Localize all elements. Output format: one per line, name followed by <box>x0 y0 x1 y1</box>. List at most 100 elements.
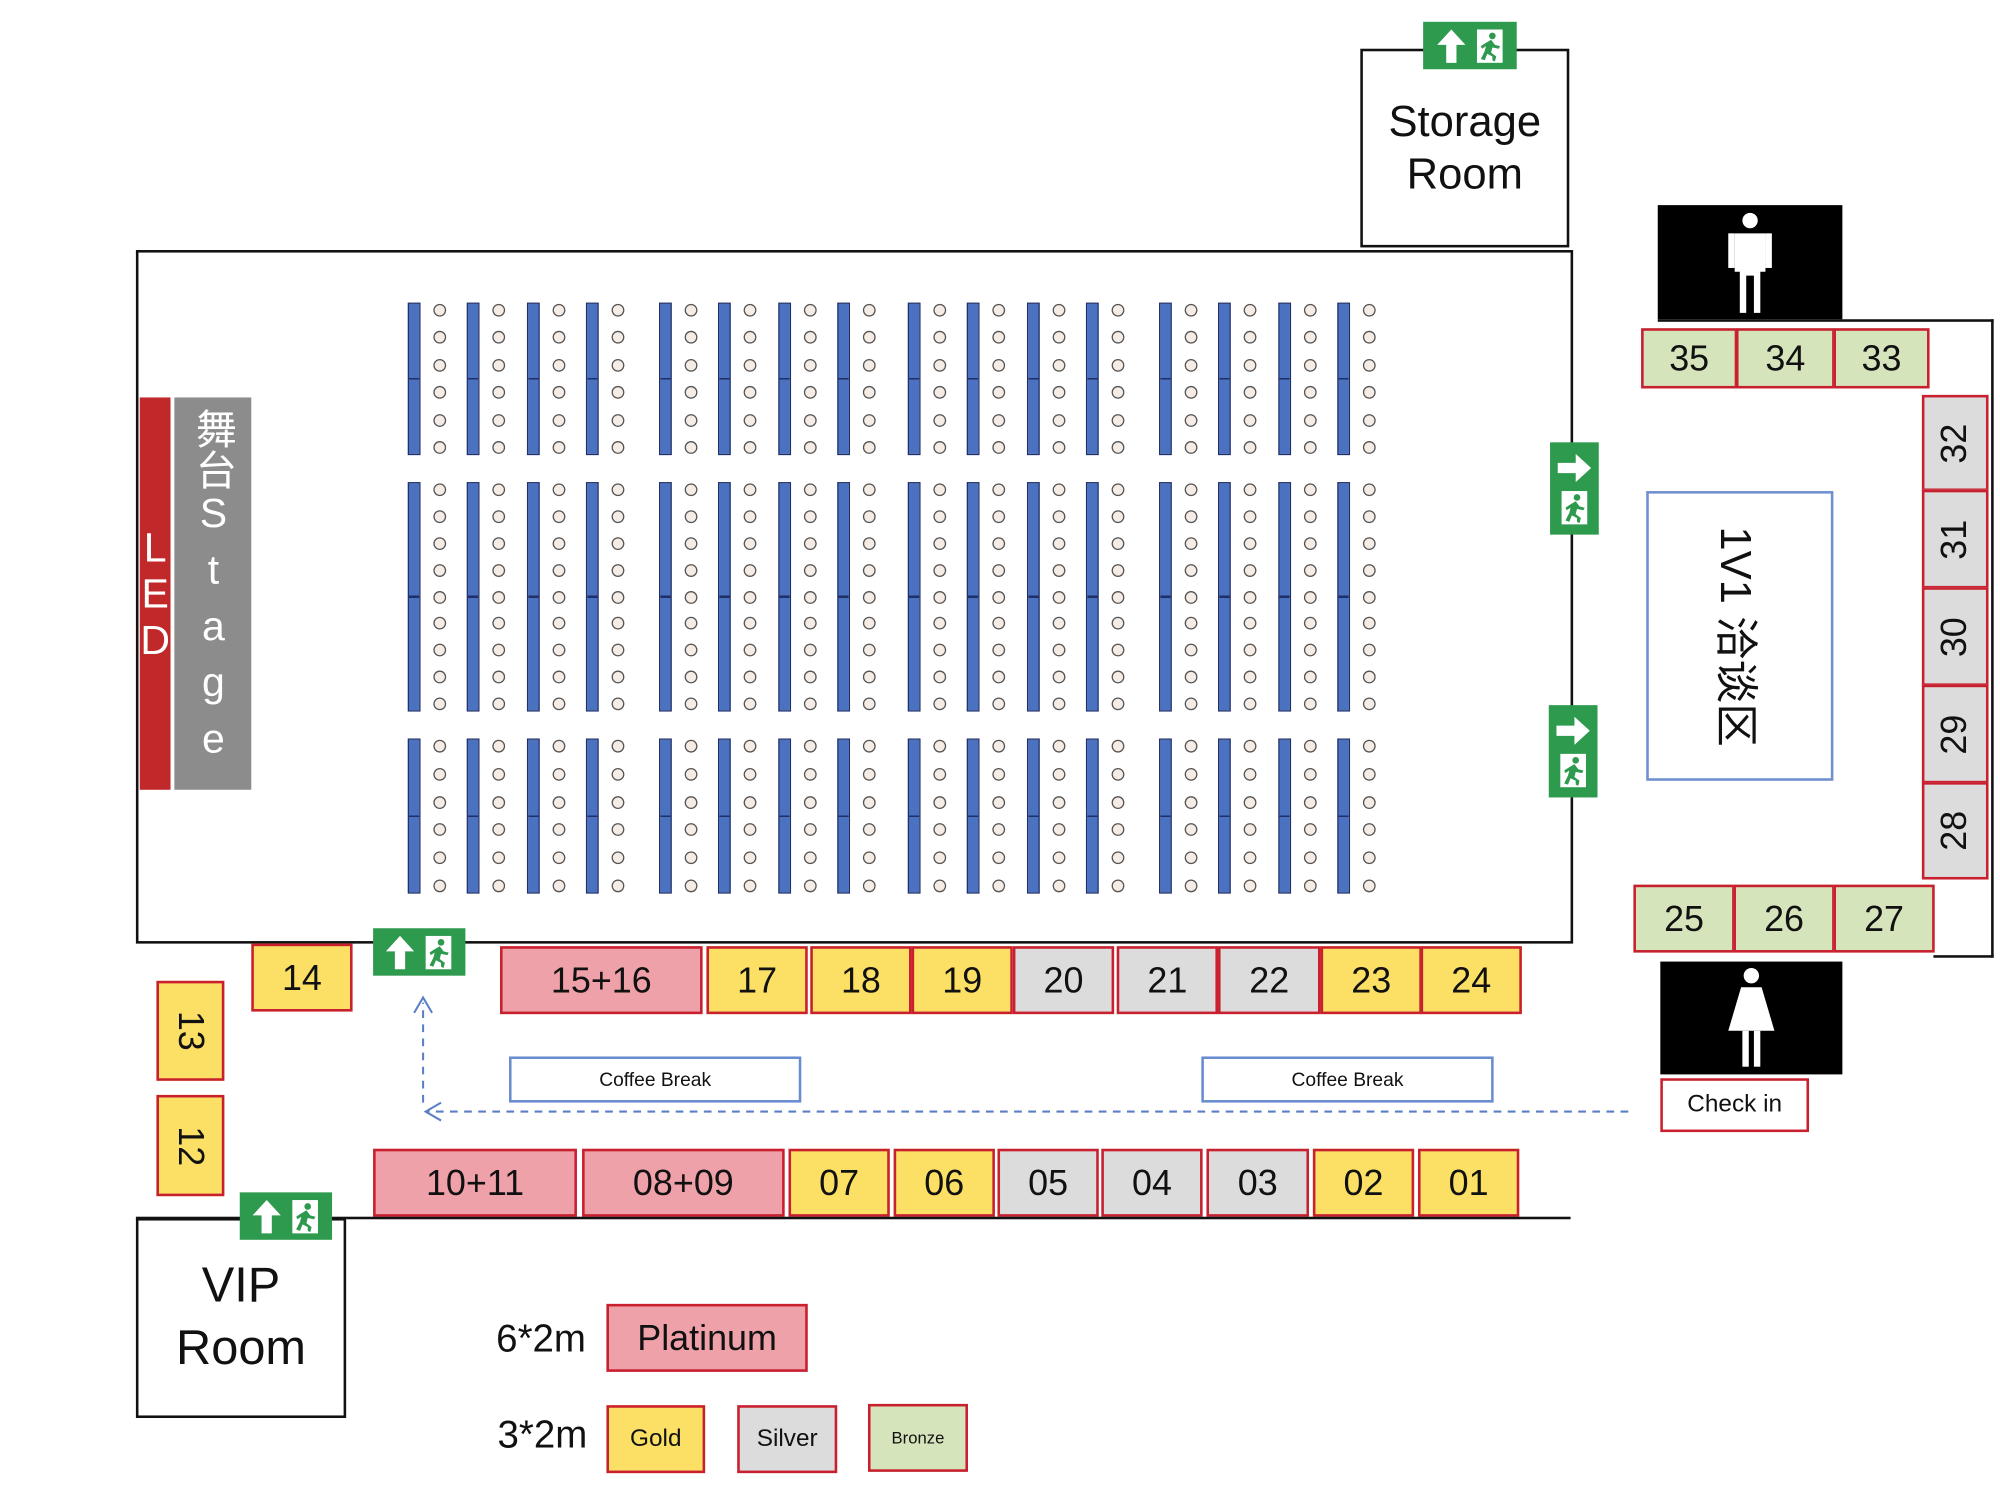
seat <box>552 441 565 454</box>
seat <box>1111 767 1125 781</box>
arrow-right-icon <box>1556 716 1590 745</box>
seat <box>684 303 698 317</box>
exit-sign-storage <box>1423 21 1517 70</box>
seat <box>743 823 757 837</box>
seat <box>492 303 506 317</box>
seat <box>1362 739 1376 753</box>
booth-07[interactable]: 07 <box>788 1148 890 1217</box>
seat <box>1184 358 1198 372</box>
seat <box>803 563 817 577</box>
seat <box>862 697 876 711</box>
seat <box>1244 510 1257 523</box>
seat <box>803 441 817 454</box>
seat <box>611 536 625 550</box>
booth-31[interactable]: 31 <box>1921 489 1989 589</box>
seat <box>684 590 698 604</box>
seat <box>552 617 565 630</box>
booth-12[interactable]: 12 <box>156 1094 225 1197</box>
seat <box>684 483 698 497</box>
booth-number: 04 <box>1131 1162 1172 1202</box>
booth-06[interactable]: 06 <box>893 1148 995 1217</box>
seat <box>1244 739 1257 753</box>
seat <box>992 441 1006 454</box>
booth-19[interactable]: 19 <box>911 946 1013 1015</box>
seat <box>1244 697 1257 711</box>
seat <box>743 483 757 497</box>
booth-02[interactable]: 02 <box>1312 1148 1415 1217</box>
seat <box>1244 767 1257 781</box>
seat <box>433 851 447 865</box>
booth-15-16[interactable]: 15+16 <box>500 946 703 1015</box>
women-restroom-icon <box>1728 967 1775 1067</box>
booth-24[interactable]: 24 <box>1420 946 1522 1015</box>
seat <box>803 536 817 550</box>
seat <box>1052 851 1065 865</box>
booth-number: 06 <box>924 1162 965 1202</box>
seat <box>992 670 1006 684</box>
seat <box>684 441 698 454</box>
seat <box>552 879 565 893</box>
seat <box>933 303 947 317</box>
seat <box>933 510 947 523</box>
booth-34[interactable]: 34 <box>1735 328 1835 389</box>
seat <box>992 483 1006 497</box>
table <box>526 302 540 456</box>
wall <box>1991 319 1994 958</box>
booth-05[interactable]: 05 <box>997 1148 1099 1217</box>
seat <box>1362 851 1376 865</box>
seat <box>1303 879 1317 893</box>
table <box>967 482 980 712</box>
booth-08-09[interactable]: 08+09 <box>582 1148 785 1217</box>
seat <box>1362 879 1376 893</box>
table <box>1159 482 1172 712</box>
booth-23[interactable]: 23 <box>1320 946 1422 1015</box>
booth-17[interactable]: 17 <box>706 946 808 1015</box>
check-in-desk[interactable]: Check in <box>1660 1078 1810 1133</box>
booth-21[interactable]: 21 <box>1116 946 1218 1015</box>
booth-number: 15+16 <box>550 959 652 1000</box>
seat <box>1052 767 1065 781</box>
seat <box>743 386 757 399</box>
seat <box>1244 879 1257 893</box>
booth-27[interactable]: 27 <box>1833 884 1935 953</box>
booth-01[interactable]: 01 <box>1418 1148 1520 1217</box>
seat <box>1052 795 1065 809</box>
booth-30[interactable]: 30 <box>1921 587 1989 686</box>
seat <box>862 483 876 497</box>
booth-03[interactable]: 03 <box>1206 1148 1310 1217</box>
seat <box>1184 483 1198 497</box>
seat <box>1244 795 1257 809</box>
arrow-up-icon <box>252 1199 281 1233</box>
seat <box>684 358 698 372</box>
seat <box>933 386 947 399</box>
seat <box>1244 358 1257 372</box>
legend-label: Gold <box>630 1425 682 1452</box>
seat <box>611 670 625 684</box>
booth-14[interactable]: 14 <box>251 943 353 1012</box>
seat <box>1184 413 1198 427</box>
booth-18[interactable]: 18 <box>810 946 912 1015</box>
seat <box>1052 823 1065 837</box>
seat <box>1111 358 1125 372</box>
booth-20[interactable]: 20 <box>1012 946 1115 1015</box>
seat <box>862 386 876 399</box>
table <box>967 738 980 894</box>
seat <box>1303 386 1317 399</box>
booth-29[interactable]: 29 <box>1921 684 1989 784</box>
seat <box>803 739 817 753</box>
booth-28[interactable]: 28 <box>1921 782 1989 880</box>
seat <box>684 643 698 657</box>
seat <box>743 697 757 711</box>
seat <box>1184 823 1198 837</box>
seat <box>803 879 817 893</box>
booth-32[interactable]: 32 <box>1921 394 1989 492</box>
booth-10-11[interactable]: 10+11 <box>373 1148 577 1217</box>
table <box>1277 482 1291 712</box>
booth-22[interactable]: 22 <box>1217 946 1321 1015</box>
booth-number: 14 <box>281 957 322 997</box>
booth-04[interactable]: 04 <box>1101 1148 1203 1217</box>
seat <box>1184 536 1198 550</box>
booth-13[interactable]: 13 <box>156 980 225 1081</box>
booth-33[interactable]: 33 <box>1833 328 1930 389</box>
